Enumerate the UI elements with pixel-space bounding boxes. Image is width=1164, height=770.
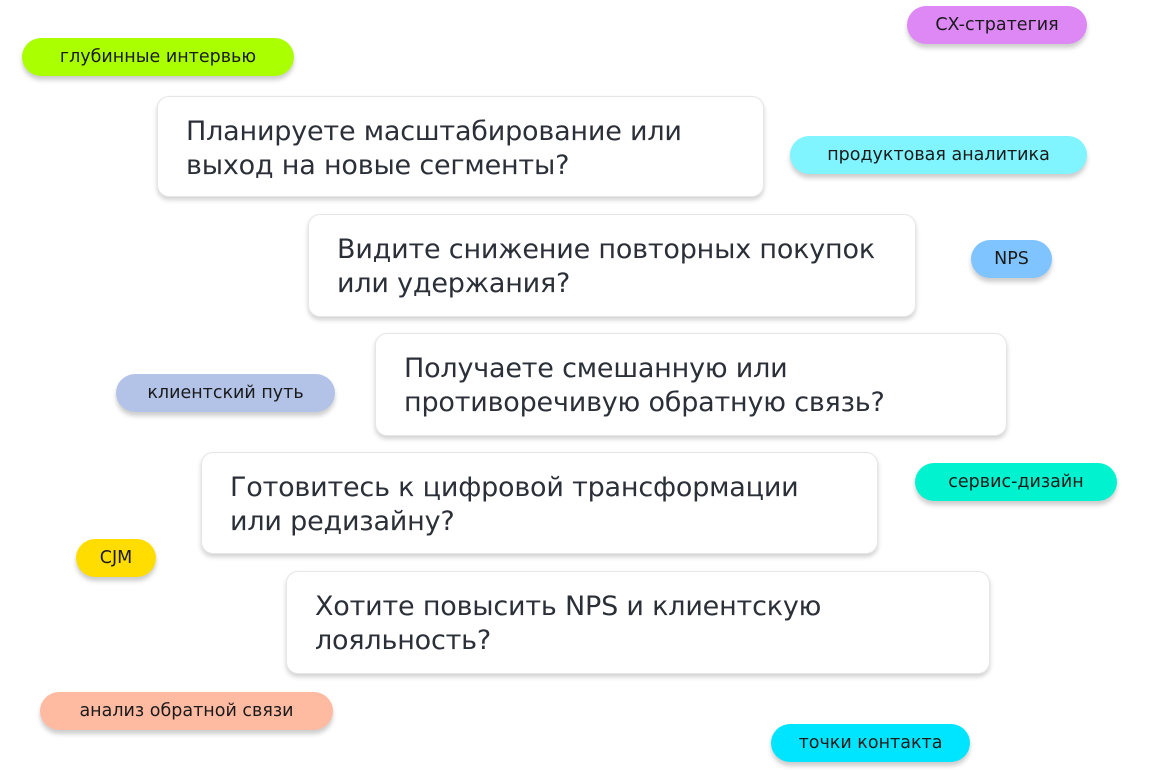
tag-in-depth-interviews: глубинные интервью <box>22 38 294 76</box>
tag-label: продуктовая аналитика <box>827 145 1050 165</box>
tag-label: анализ обратной связи <box>79 701 294 721</box>
question-card: Видите снижение повторных покупок или уд… <box>308 214 916 317</box>
question-card: Получаете смешанную или противоречивую о… <box>375 333 1007 436</box>
question-text: Готовитесь к цифровой трансформации или … <box>230 472 799 537</box>
tag-customer-journey: клиентский путь <box>116 374 335 412</box>
question-text: Планируете масштабирование или выход на … <box>186 116 682 181</box>
tag-feedback-analysis: анализ обратной связи <box>40 692 333 730</box>
tag-label: глубинные интервью <box>59 47 257 67</box>
tag-touchpoints: точки контакта <box>771 724 970 762</box>
tag-label: CJM <box>99 548 133 568</box>
tag-label: CX-стратегия <box>935 15 1059 35</box>
tag-label: сервис-дизайн <box>948 472 1084 492</box>
tag-label: клиентский путь <box>147 383 304 403</box>
question-text: Хотите повысить NPS и клиентскую лояльно… <box>315 591 822 656</box>
tag-cjm: CJM <box>76 539 156 577</box>
question-text: Получаете смешанную или противоречивую о… <box>404 353 885 418</box>
question-card: Планируете масштабирование или выход на … <box>157 96 764 197</box>
tag-cx-strategy: CX-стратегия <box>907 6 1087 44</box>
tag-label: точки контакта <box>798 733 943 753</box>
question-card: Хотите повысить NPS и клиентскую лояльно… <box>286 571 990 674</box>
tag-service-design: сервис-дизайн <box>915 463 1117 501</box>
tag-label: NPS <box>994 249 1029 269</box>
tag-product-analytics: продуктовая аналитика <box>790 136 1087 174</box>
question-card: Готовитесь к цифровой трансформации или … <box>201 452 878 554</box>
question-text: Видите снижение повторных покупок или уд… <box>337 234 875 299</box>
tag-nps: NPS <box>971 240 1052 278</box>
